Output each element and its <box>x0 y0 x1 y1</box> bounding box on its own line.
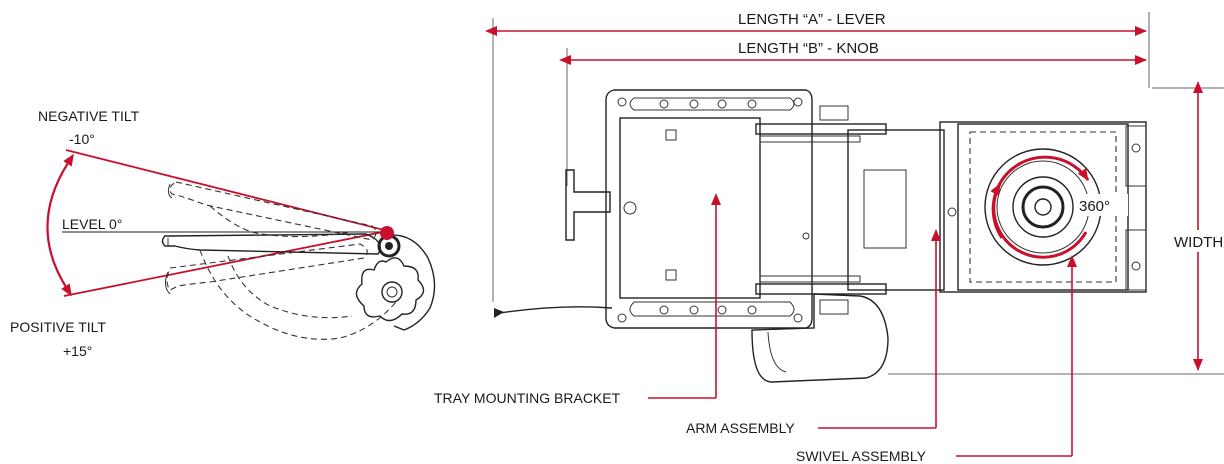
rotation-label-bg <box>1076 194 1128 216</box>
width-label-bg <box>1170 230 1224 252</box>
swivel-hub <box>1034 198 1052 216</box>
swivel-flange <box>1125 125 1147 291</box>
bracket-hole <box>717 305 727 315</box>
cable <box>499 306 613 314</box>
level-label: LEVEL 0° <box>62 216 122 232</box>
bracket-hole <box>793 313 803 323</box>
tray-negative-body <box>209 205 353 238</box>
positive-tilt-label: POSITIVE TILT <box>10 319 106 335</box>
lower-paddle-inner <box>767 331 787 373</box>
swivel-ring-2 <box>996 160 1090 254</box>
swivel-ring-3 <box>1012 176 1074 238</box>
tray-positive-outline <box>166 243 368 291</box>
arm-assembly-label: ARM ASSEMBLY <box>686 420 795 436</box>
tray-bracket-plate <box>605 89 813 329</box>
tray-bracket-label: TRAY MOUNTING BRACKET <box>434 390 621 406</box>
tray-negative-handle <box>167 183 173 199</box>
bracket-hole <box>793 97 803 107</box>
lower-paddle <box>751 293 889 383</box>
bracket-slot-top <box>629 97 795 111</box>
pivot-point <box>380 226 394 240</box>
swivel-hole <box>1131 143 1141 153</box>
bracket-hole <box>689 305 699 315</box>
arm-plate <box>863 169 907 249</box>
bracket-hole <box>689 99 699 109</box>
arm-top-bar <box>759 135 861 143</box>
bracket-hole <box>747 99 757 109</box>
tilt-range-arrow <box>46 153 74 297</box>
star-knob-icon <box>355 257 425 322</box>
bracket-housing <box>381 234 436 331</box>
rotation-arrow-lower <box>990 183 1088 259</box>
swivel-housing <box>939 121 1147 293</box>
swivel-hole <box>947 207 957 217</box>
bracket-tab <box>665 129 677 141</box>
star-knob-center <box>386 286 398 298</box>
tilt-view: NEGATIVE TILT -10° LEVEL 0° POSITIVE TIL… <box>10 108 436 359</box>
tray-negative-outline <box>169 181 377 241</box>
swivel-assembly-label: SWIVEL ASSEMBLY <box>796 448 927 464</box>
length-dimensions: LENGTH “A” - LEVER LENGTH “B” - KNOB <box>485 11 1150 302</box>
bracket-hole <box>659 99 669 109</box>
swivel-hole <box>1131 261 1141 271</box>
top-view: 360° <box>494 89 1147 383</box>
bracket-small-hole <box>802 232 810 240</box>
callouts: TRAY MOUNTING BRACKET ARM ASSEMBLY SWIVE… <box>434 193 1077 464</box>
arm-assembly-body <box>847 129 945 291</box>
mechanism-outline <box>199 249 397 340</box>
tray-bracket-inner <box>619 117 761 299</box>
length-b-label: LENGTH “B” - KNOB <box>738 40 879 57</box>
tray-level-outline <box>161 233 381 255</box>
positive-tilt-value: +15° <box>63 343 92 359</box>
negative-tilt-label: NEGATIVE TILT <box>38 108 140 124</box>
rail-bottom <box>755 283 887 295</box>
rail-top <box>755 123 887 135</box>
cable-tip <box>494 308 504 318</box>
knob-handle <box>565 169 611 241</box>
width-label: WIDTH <box>1174 234 1223 251</box>
mechanism-outline-2 <box>227 255 353 319</box>
arm-bracket-bottom <box>819 299 849 315</box>
negative-tilt-value: -10° <box>69 131 95 147</box>
rotation-label: 360° <box>1079 198 1110 215</box>
bracket-hole <box>717 99 727 109</box>
bracket-hole <box>617 97 627 107</box>
bracket-pivot-hole <box>623 201 637 215</box>
bracket-slot-bottom <box>629 301 795 317</box>
bracket-tab <box>665 269 677 281</box>
swivel-ring-4 <box>1021 185 1065 229</box>
arm-bracket-top <box>819 105 849 121</box>
positive-tilt-line <box>63 230 389 297</box>
arm-bottom-bar <box>759 275 861 283</box>
pivot-core <box>385 242 393 250</box>
star-knob-hub <box>381 281 403 303</box>
width-dimension: WIDTH <box>888 81 1224 375</box>
length-a-label: LENGTH “A” - LEVER <box>738 11 886 28</box>
bracket-hole <box>747 305 757 315</box>
bracket-hole <box>617 313 627 323</box>
bracket-hole <box>659 305 669 315</box>
tray-positive-handle <box>164 271 171 295</box>
